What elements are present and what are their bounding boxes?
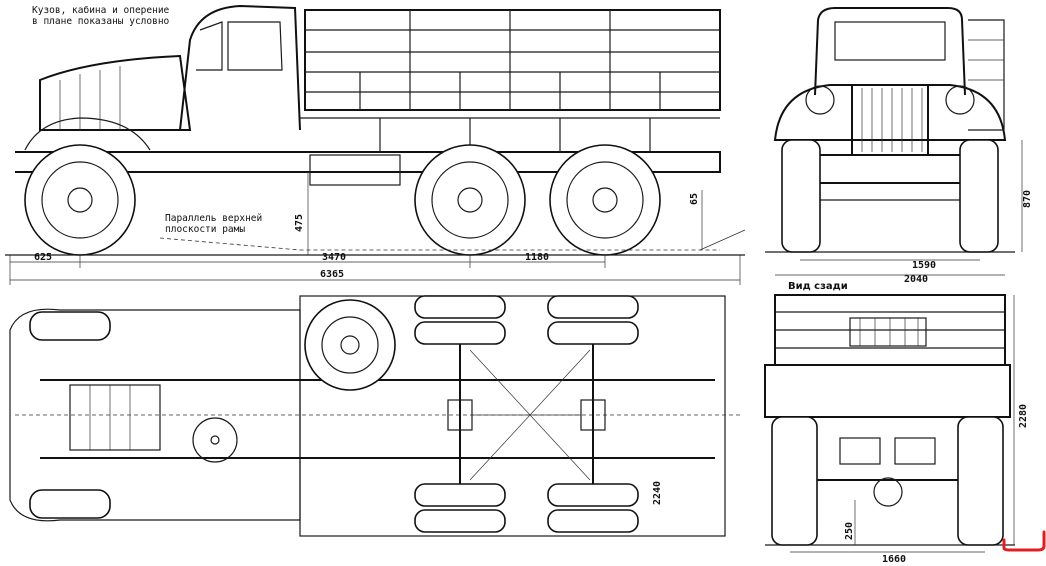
headlight-left — [805, 85, 835, 115]
note-line-1: Кузов, кабина и оперение — [32, 5, 170, 16]
plan-front-outline — [9, 308, 301, 522]
plan-view — [9, 295, 740, 537]
frame-note-line-2: плоскости рамы — [165, 224, 245, 235]
rear-window-mesh — [849, 317, 927, 347]
front-windshield — [834, 21, 946, 61]
steering-wheel — [192, 417, 238, 463]
rear-wheel-2 — [549, 144, 661, 256]
dim-frame-width: 2240 — [652, 481, 663, 505]
front-fenders — [773, 84, 1007, 141]
engine-block — [69, 384, 161, 451]
frame-note-line-1: Параллель верхней — [165, 213, 262, 224]
dim-rear-clearance: 250 — [844, 522, 855, 540]
side-dimensions — [9, 172, 741, 285]
rear-wheel-1 — [414, 144, 526, 256]
hood-outline — [39, 54, 192, 131]
rear-tire-left — [771, 416, 818, 546]
front-cab-outline — [814, 7, 966, 96]
plan-front-tire-right — [29, 489, 111, 519]
dim-frame-height: 475 — [294, 214, 305, 232]
cab-outline — [179, 4, 301, 131]
dim-rear-height: 2280 — [1018, 404, 1029, 428]
plan-front-tire-left — [29, 311, 111, 341]
front-tire-left — [781, 139, 821, 253]
dim-rear-track: 1660 — [882, 554, 906, 565]
side-view — [5, 4, 746, 256]
front-tire-right — [959, 139, 999, 253]
dim-overall-length: 6365 — [320, 269, 344, 280]
front-bumper — [794, 154, 986, 184]
frame-rail — [15, 151, 721, 173]
fuel-tank — [309, 154, 401, 186]
red-corner-marker — [1002, 530, 1046, 552]
rear-tire-right — [957, 416, 1004, 546]
rear-view-label: Вид сзади — [788, 281, 848, 292]
spare-wheel — [304, 299, 396, 391]
headlight-right — [945, 85, 975, 115]
dim-overall-width: 2040 — [904, 274, 928, 285]
dim-wheelbase: 3470 — [322, 252, 346, 263]
rear-tailgate — [764, 364, 1011, 418]
dim-clearance-65: 65 — [689, 193, 700, 205]
cargo-body — [304, 9, 721, 111]
cab-window — [227, 21, 283, 71]
note-line-2: в плане показаны условно — [32, 16, 170, 27]
windshield — [196, 21, 223, 71]
radiator-grille — [851, 84, 929, 156]
dim-rear-bogie: 1180 — [525, 252, 549, 263]
front-view — [765, 7, 1023, 276]
dim-front-height: 870 — [1022, 190, 1033, 208]
rear-view — [764, 294, 1015, 553]
dim-front-overhang: 625 — [34, 252, 52, 263]
front-wheel — [24, 144, 136, 256]
dim-front-track: 1590 — [912, 260, 936, 271]
